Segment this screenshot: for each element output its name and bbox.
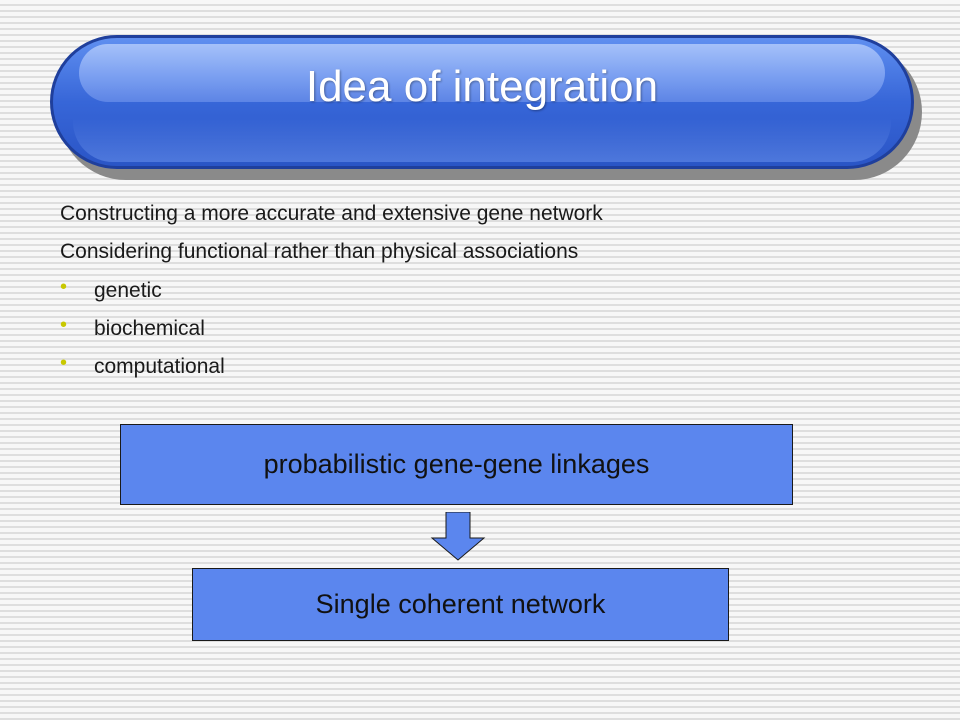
bullet-text: genetic <box>94 279 162 302</box>
network-box: Single coherent network <box>192 568 729 641</box>
bullet-dot-icon: • <box>60 276 68 298</box>
title-bar: Idea of integration <box>50 35 914 169</box>
network-box-label: Single coherent network <box>315 589 606 619</box>
bullet-text: biochemical <box>94 317 205 340</box>
linkages-box: probabilistic gene-gene linkages <box>120 424 793 505</box>
bullet-text: computational <box>94 355 225 378</box>
bullet-item-computational: • computational <box>60 352 225 379</box>
bullet-dot-icon: • <box>60 352 68 374</box>
title-bar-gloss <box>79 44 885 102</box>
title-bar-highlight <box>73 118 891 162</box>
bullet-item-genetic: • genetic <box>60 276 162 303</box>
body-line-1: Constructing a more accurate and extensi… <box>60 202 603 225</box>
down-arrow-icon <box>430 512 486 561</box>
slide-title: Idea of integration <box>305 62 659 111</box>
bullet-dot-icon: • <box>60 314 68 336</box>
linkages-box-label: probabilistic gene-gene linkages <box>263 449 650 479</box>
bullet-item-biochemical: • biochemical <box>60 314 205 341</box>
body-line-2: Considering functional rather than physi… <box>60 240 579 263</box>
